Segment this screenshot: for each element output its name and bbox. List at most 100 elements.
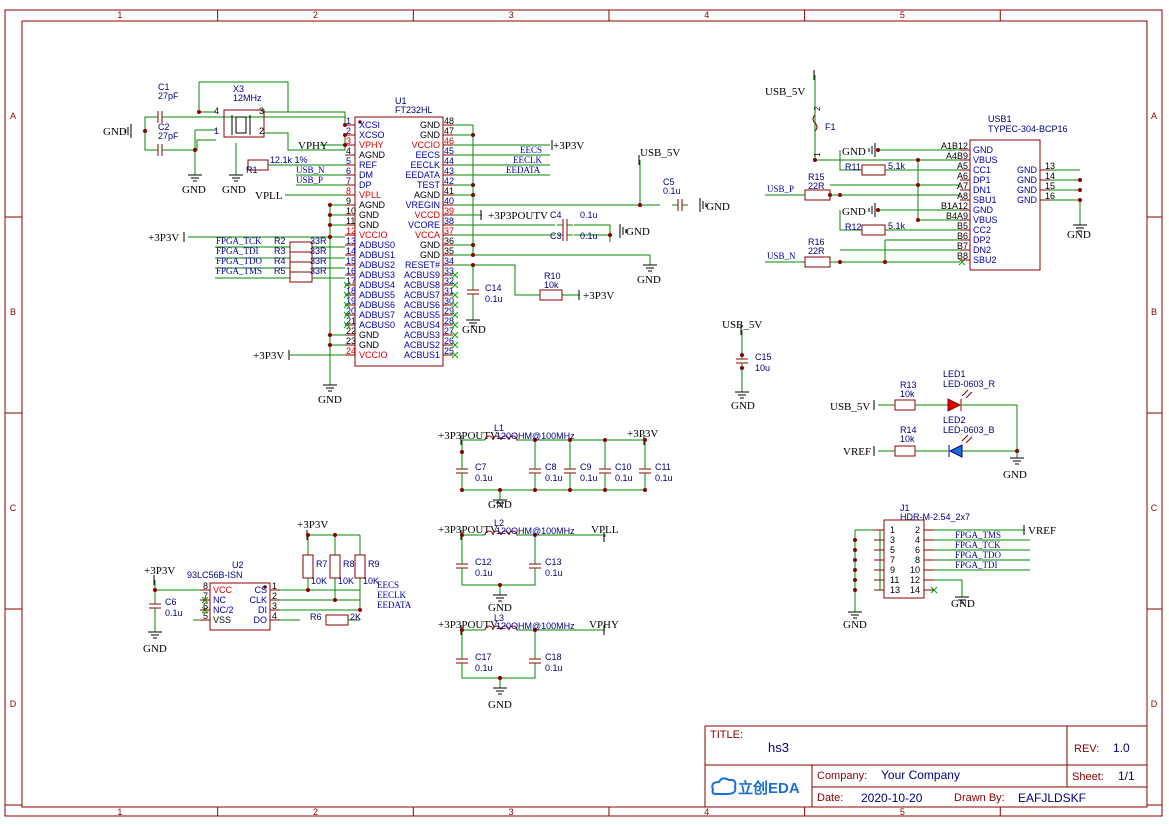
c6-capacitor[interactable]: C60.1u xyxy=(149,597,183,618)
r13-ref: R13 xyxy=(900,380,917,390)
led1-ref: LED1 xyxy=(943,369,966,379)
u1-pin-num: 42 xyxy=(444,176,454,186)
u1-pin-num: 37 xyxy=(444,226,454,236)
u1-pin-name: VCCIO xyxy=(359,350,388,360)
f1-fuse[interactable]: F1 2 1 xyxy=(812,95,836,157)
sheet-value: 1/1 xyxy=(1118,769,1135,783)
usb1-pin-name: GND xyxy=(1017,185,1038,195)
ground-icon xyxy=(699,198,707,212)
u2-pin-num: 4 xyxy=(272,611,277,621)
title-label: TITLE: xyxy=(710,729,743,741)
u1-pin-name: ADBUS3 xyxy=(359,270,395,280)
ground-icon xyxy=(124,124,132,138)
c7-capacitor[interactable]: C70.1u xyxy=(456,462,493,483)
x3-value: 12MHz xyxy=(233,93,262,103)
u2-pin-name: CS xyxy=(254,585,267,595)
x3-ref: X3 xyxy=(233,84,244,94)
junction-dot xyxy=(740,353,744,357)
junction-dot xyxy=(328,333,332,337)
l3-ref: L3 xyxy=(494,613,504,623)
gnd-label-u1-left: GND xyxy=(318,394,342,406)
u2-pin-num: 5 xyxy=(203,611,208,621)
c5-capacitor[interactable]: C50.1u xyxy=(663,177,688,211)
no-connect-mark xyxy=(451,281,459,289)
frame-row-label-left: C xyxy=(10,503,17,513)
u1-pin-name: ADBUS2 xyxy=(359,260,395,270)
led1[interactable]: LED1 LED-0603_R xyxy=(943,369,996,412)
r14-ref: R14 xyxy=(900,425,917,435)
ground-icon xyxy=(868,143,876,157)
u1-pin-name: ACBUS8 xyxy=(404,280,440,290)
led1-value: LED-0603_R xyxy=(943,379,996,389)
no-connect-mark xyxy=(343,281,351,289)
usb1-pin-num: B5 xyxy=(957,221,968,231)
junction-dot xyxy=(828,193,832,197)
r16-value: 22R xyxy=(808,246,825,256)
gnd-label-usb-a: GND xyxy=(842,146,866,158)
u1-pin-num: 16 xyxy=(346,266,356,276)
r12-value: 5.1k xyxy=(888,221,906,231)
c9-capacitor[interactable]: C90.1u xyxy=(564,462,598,483)
ground-icon xyxy=(643,264,657,272)
u1-pin-name: RESET# xyxy=(405,260,440,270)
r3-ref: R3 xyxy=(274,246,286,256)
usb5v-label-led: USB_5V xyxy=(830,401,870,413)
eecs-net: EECS xyxy=(520,145,542,155)
led2[interactable]: LED2 LED-0603_B xyxy=(943,415,995,458)
junction-dots xyxy=(143,110,1082,680)
u1-pin-name: ACBUS3 xyxy=(404,330,440,340)
u1-pin-num: 6 xyxy=(346,166,351,176)
company-value: Your Company xyxy=(881,768,960,782)
c4-ref: C4 xyxy=(550,210,562,220)
gnd-label-c3: GND xyxy=(626,226,650,238)
frame-col-label-top: 3 xyxy=(509,10,514,20)
c8-capacitor[interactable]: C80.1u xyxy=(529,462,563,483)
junction-dot xyxy=(498,583,502,587)
u1-pin-num: 40 xyxy=(444,196,454,206)
lceda-logo: 立创EDA xyxy=(711,777,800,797)
c17-ref: C17 xyxy=(475,652,492,662)
usb1-pin-num: B6 xyxy=(957,231,968,241)
no-connect-mark xyxy=(451,311,459,319)
u1-pin-num: 2 xyxy=(346,126,351,136)
c8-value: 0.1u xyxy=(545,473,563,483)
x3-crystal[interactable]: X3 12MHz 4 3 1 2 xyxy=(214,84,265,138)
u1-pin-num: 44 xyxy=(444,156,454,166)
u1-pin-name: ACBUS9 xyxy=(404,270,440,280)
gnd-label-c2: GND xyxy=(182,184,206,196)
usb1-pin-name: VBUS xyxy=(973,155,998,165)
sheet-label: Sheet: xyxy=(1072,771,1104,783)
